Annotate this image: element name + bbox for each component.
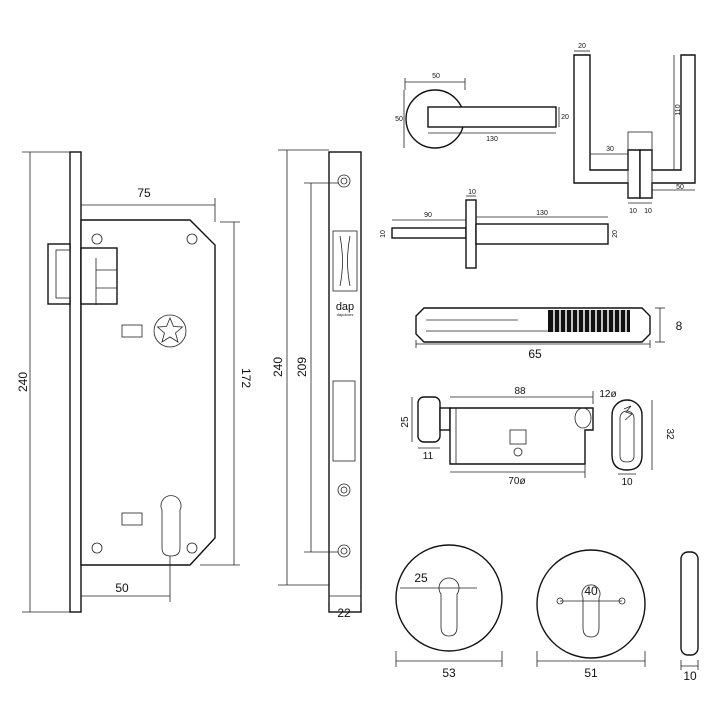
spindle-left-label: 90 (424, 212, 432, 219)
key-length-label: 65 (528, 347, 542, 361)
cyl-knob-h-label: 25 (400, 416, 411, 428)
follower-star-icon (156, 316, 184, 343)
lock-width-label: 75 (137, 186, 151, 200)
rose-handle: 50 50 130 20 (395, 73, 569, 149)
rose-dia-label: 50 (432, 73, 440, 80)
cyl-knob-w-label: 11 (423, 451, 434, 462)
cyl-dia-label: 12ø (599, 389, 616, 400)
round-radius-label: 25 (414, 571, 428, 585)
faceplate: dap dapdoors 240 209 22 (271, 149, 362, 620)
faceplate-height-label: 240 (271, 357, 285, 377)
spindle-right-h-label: 20 (612, 230, 619, 238)
mortise-lock-body: 240 75 172 50 (16, 151, 253, 613)
lock-follower-label: 172 (239, 368, 253, 388)
key-bar: 65 8 (415, 307, 683, 361)
cyl-width-label: 10 (621, 477, 633, 488)
spindle: 10 90 130 10 20 (380, 189, 619, 269)
cyl-height-label: 32 (664, 428, 675, 440)
cyl-length-label: 88 (514, 386, 526, 397)
side-top-width-label: 20 (578, 43, 586, 50)
euro-cylinder: 88 25 11 70ø 12ø 32 10 (400, 386, 675, 488)
faceplate-logo: dap (336, 301, 354, 313)
cylinder-profile (611, 399, 643, 471)
side-handle-profile: 20 110 30 50 10 10 (573, 43, 696, 215)
round-escutcheon: 25 53 (395, 544, 503, 680)
escutcheon-side-view: 10 (680, 551, 699, 683)
spindle-right-label: 130 (536, 210, 548, 217)
keyhole-spacing-label: 40 (584, 584, 598, 598)
grip-ridges (548, 310, 630, 332)
keyhole-dia-label: 51 (584, 666, 598, 680)
side-w-left-label: 10 (629, 208, 637, 215)
side-reach-label: 50 (676, 184, 684, 191)
cylinder-hole (160, 495, 182, 557)
lock-backset-label: 50 (115, 581, 129, 595)
keyhole-escutcheon: 40 51 (536, 549, 646, 680)
round-dia-label: 53 (442, 666, 456, 680)
lever-length-label: 130 (486, 136, 498, 143)
cyl-body-label: 70ø (508, 476, 525, 487)
lever-height-label: 20 (561, 114, 569, 121)
side-neck-label: 30 (606, 146, 614, 153)
key-height-label: 8 (676, 319, 683, 333)
lock-height-label: 240 (16, 372, 30, 392)
spindle-plate-label: 10 (468, 189, 476, 196)
faceplate-logo-sub: dapdoors (337, 312, 354, 317)
faceplate-screw-label: 209 (295, 357, 309, 377)
escutcheon-thickness-label: 10 (683, 669, 697, 683)
side-w-right-label: 10 (644, 208, 652, 215)
faceplate-width-label: 22 (337, 606, 351, 620)
side-height-label: 110 (675, 104, 682, 115)
spindle-left-h-label: 10 (380, 230, 387, 238)
rose-height-label: 50 (395, 116, 403, 123)
